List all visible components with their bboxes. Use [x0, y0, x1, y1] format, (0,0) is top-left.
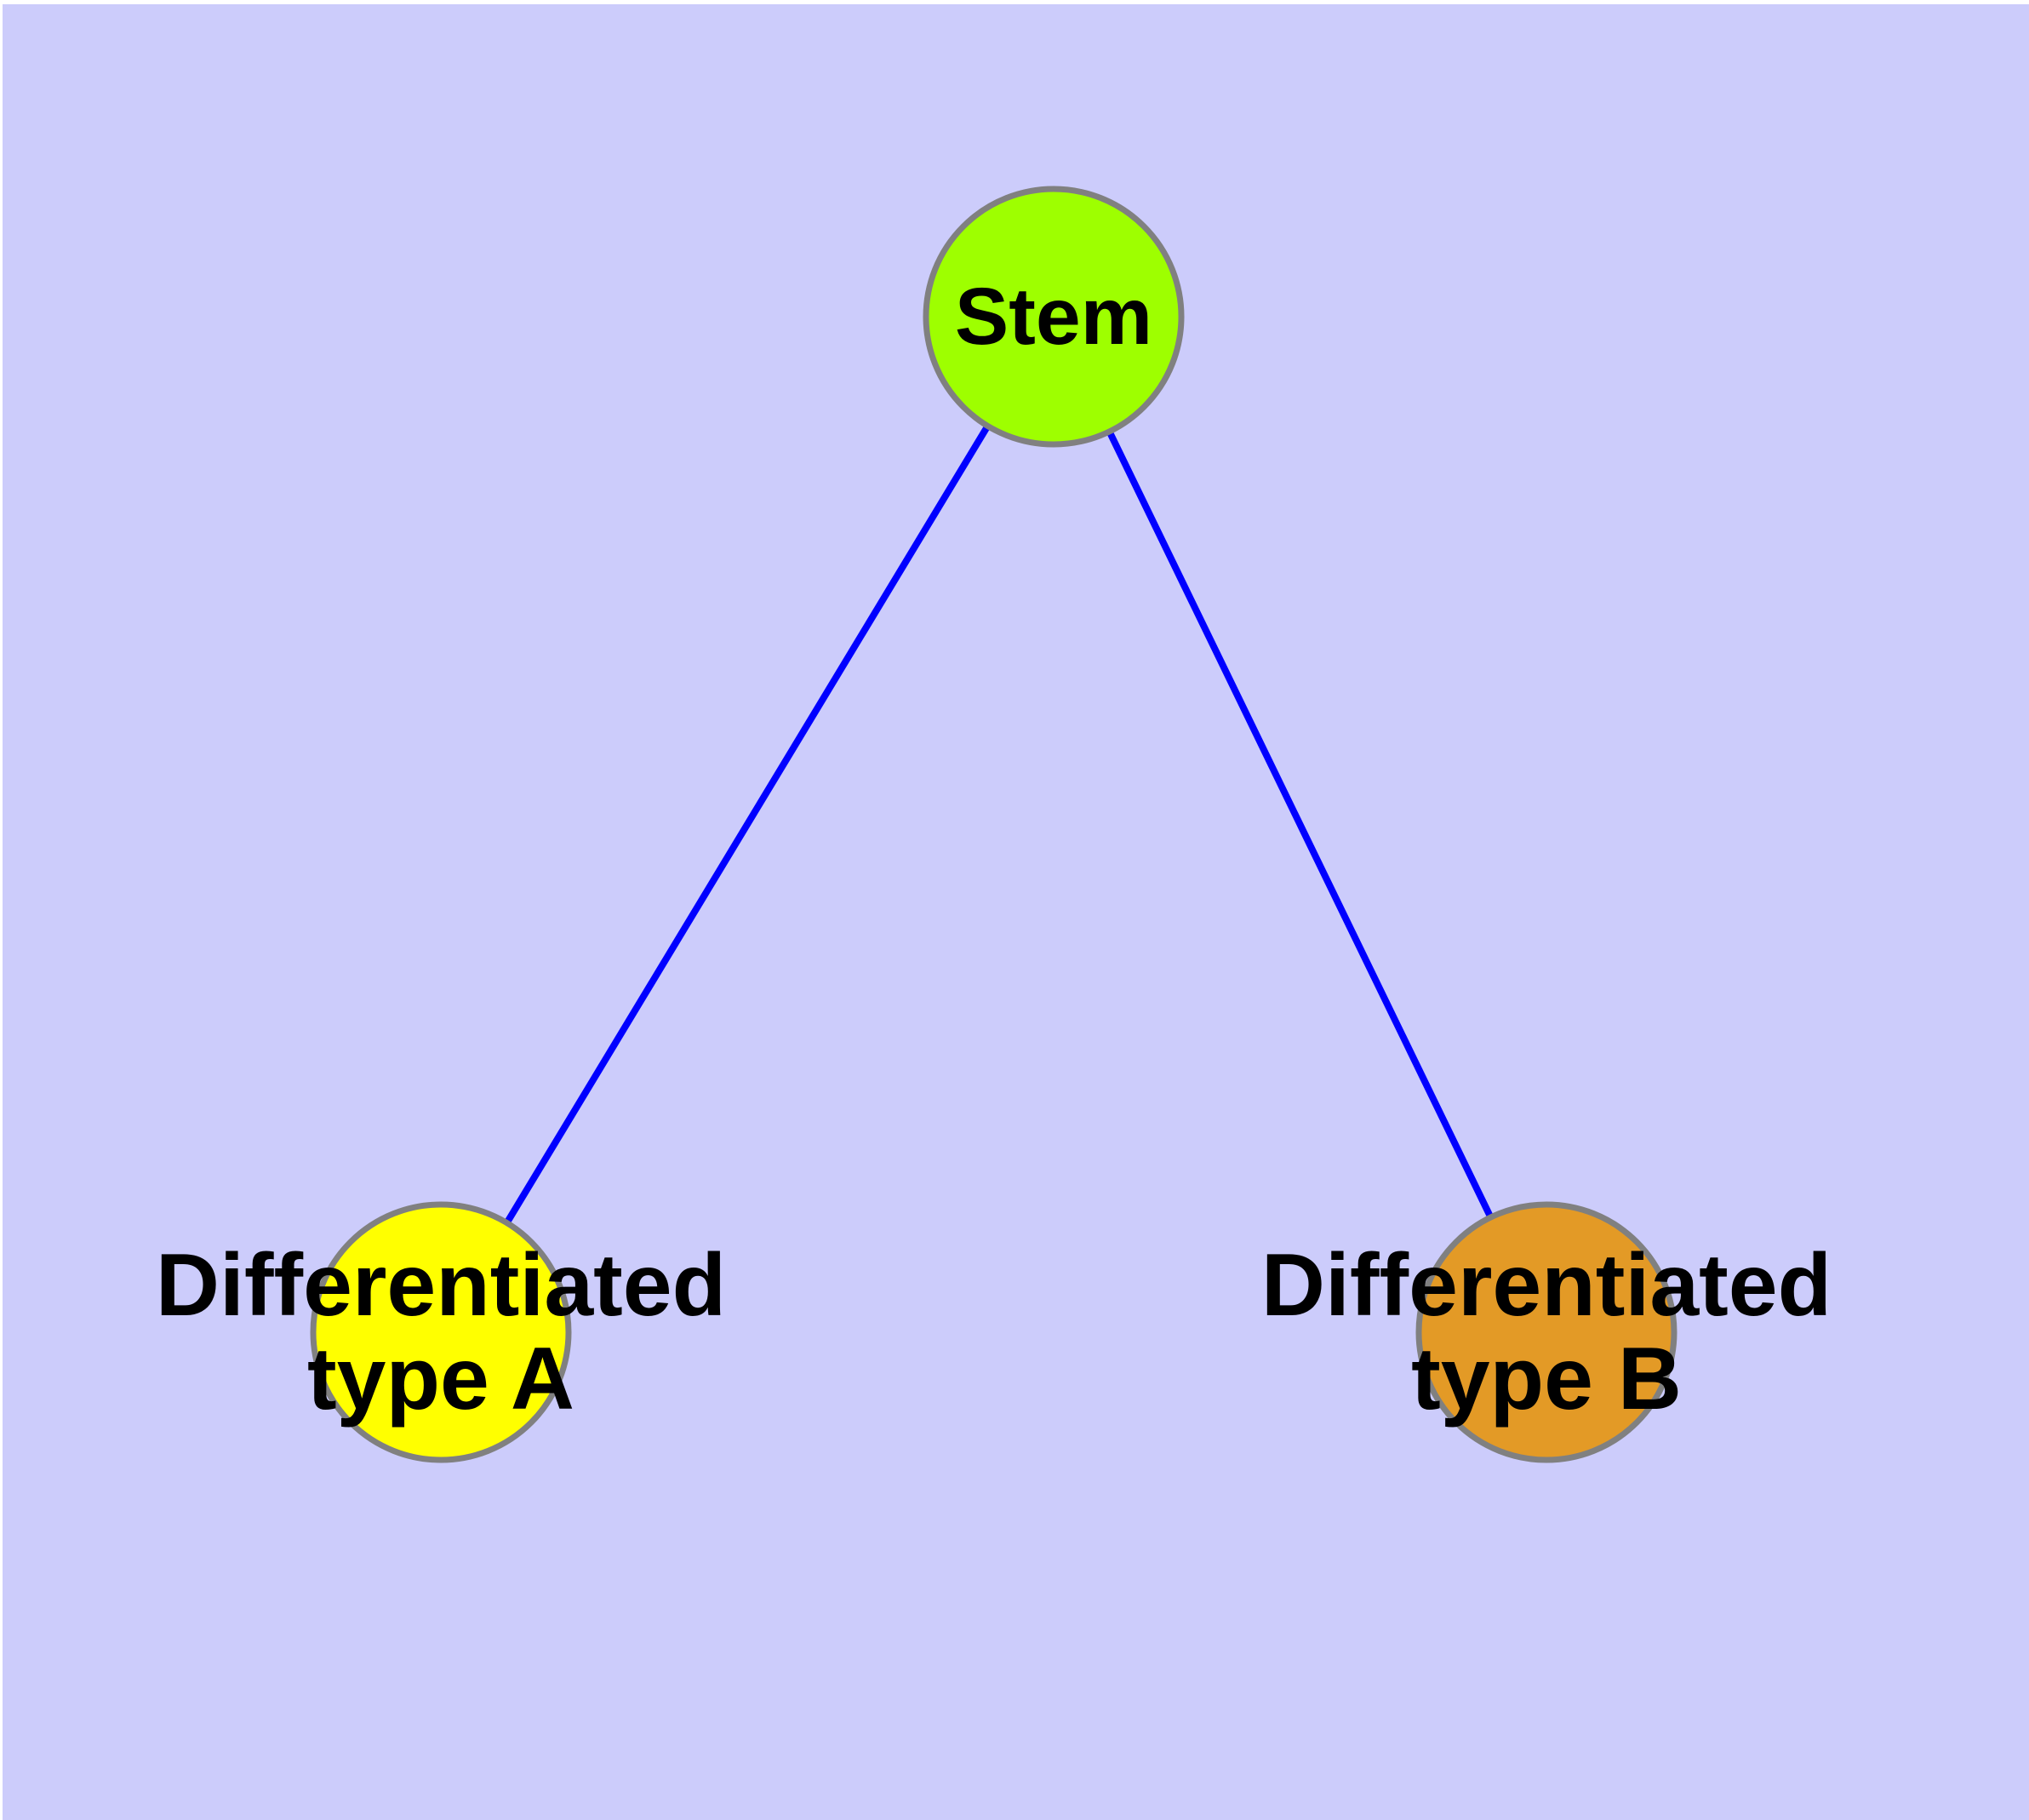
node-stem-circle[interactable]: [923, 186, 1185, 448]
node-differentiated-type-a-circle[interactable]: [310, 1201, 572, 1463]
node-differentiated-type-a-label-line2: type A: [307, 1330, 574, 1428]
node-stem-label: Stem: [955, 272, 1152, 362]
node-layer: [310, 186, 1677, 1463]
label-layer: Stem Differentiated type A Differentiate…: [156, 272, 1832, 1428]
edge-stem-to-differentiated-type-b[interactable]: [1050, 315, 1550, 1334]
node-differentiated-type-b-label-line2: type B: [1411, 1330, 1682, 1428]
edge-layer: [437, 314, 1550, 1335]
node-differentiated-type-a-label-line1: Differentiated: [156, 1236, 726, 1335]
diagram-plot-area: Stem Differentiated type A Differentiate…: [3, 4, 2029, 1820]
edge-stem-to-differentiated-type-a[interactable]: [437, 314, 1057, 1335]
node-differentiated-type-b-circle[interactable]: [1415, 1201, 1677, 1463]
node-differentiated-type-b-label-line1: Differentiated: [1261, 1236, 1832, 1335]
graph-svg: Stem Differentiated type A Differentiate…: [156, 186, 1832, 1463]
